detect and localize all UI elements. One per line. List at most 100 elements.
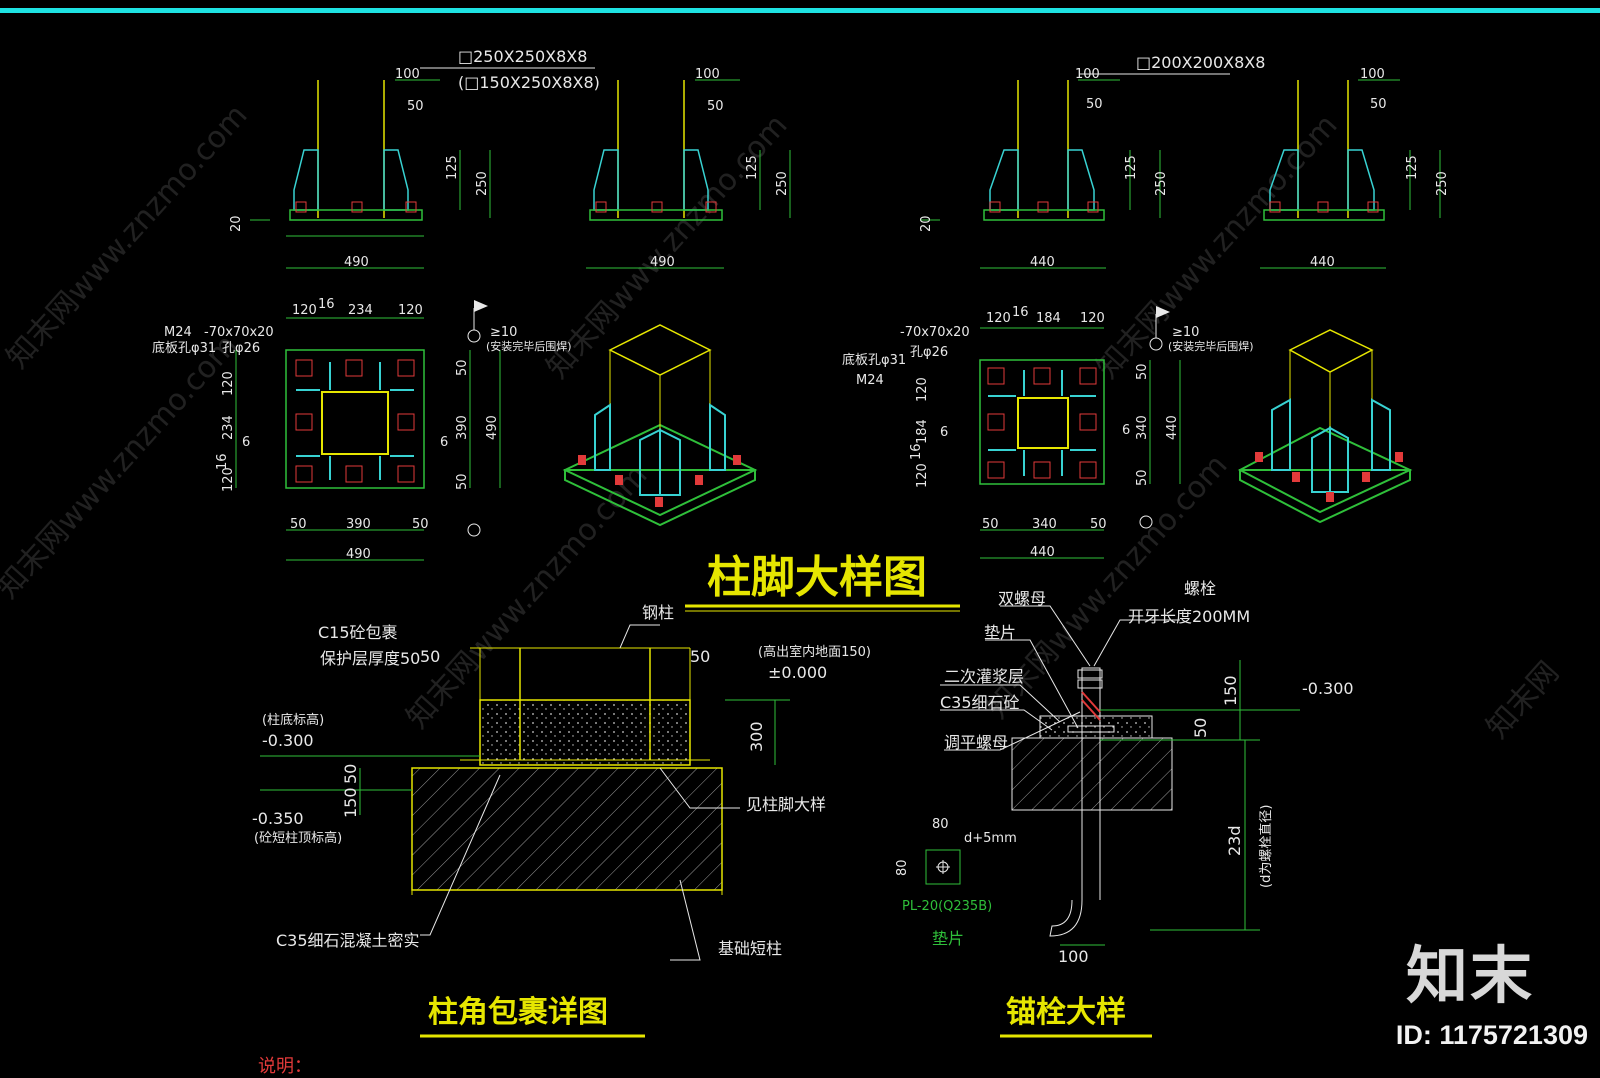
plan-bottom-dim: 50 (290, 517, 307, 532)
wrap-elev-a: -0.300 (262, 731, 314, 750)
hole2-label: 孔φ26 (910, 345, 948, 360)
washer-plate: PL-20(Q235B) (902, 899, 992, 914)
wrap-c15: C15砼包裹 (318, 623, 398, 642)
dim-20: 20 (229, 215, 244, 232)
plan-side-dim: 120 (221, 371, 236, 396)
bolt-label: M24 (164, 325, 192, 340)
wrap-elev-b: -0.350 (252, 809, 304, 828)
anchor-level-nut: 调平螺母 (944, 733, 1008, 752)
base-elevation-left-2 (586, 79, 791, 269)
plan-dim: 184 (1036, 311, 1061, 326)
dim-250: 250 (1435, 171, 1450, 196)
dim-100: 100 (695, 67, 720, 82)
top-accent-bar (0, 8, 1600, 13)
wrap-dim-50: 50 (420, 647, 440, 666)
dim-100: 100 (1075, 67, 1100, 82)
dim-50: 50 (1370, 97, 1387, 112)
plan-right-dim: 50 (455, 359, 470, 376)
brand-logo: 知末 (1405, 939, 1534, 1012)
base-plan-right (979, 306, 1181, 559)
notes-label: 说明： (258, 1056, 312, 1077)
washer-name: 垫片 (932, 929, 964, 948)
dim-250: 250 (775, 171, 790, 196)
dim-20: 20 (919, 215, 934, 232)
weld-note: (安装完毕后围焊) (486, 339, 572, 353)
stiffener-label: -70x70x20 (900, 325, 970, 340)
plan-dim: 120 (986, 311, 1011, 326)
anchor-grout: 二次灌浆层 (944, 667, 1024, 686)
wrap-dim-50: 50 (690, 647, 710, 666)
plan-right-dim: 340 (1135, 415, 1150, 440)
watermark: 知末网www.znzmo.com (0, 328, 244, 605)
section-note-right: □200X200X8X8 (1136, 53, 1265, 72)
plan-side-dim: 120 (915, 377, 930, 402)
plan-side-dim: 16 (215, 453, 230, 470)
plan-dim: 120 (1080, 311, 1105, 326)
plan-dim: 120 (398, 303, 423, 318)
anchor-dim-100: 100 (1058, 947, 1089, 966)
column-wrap-detail (260, 624, 790, 961)
dim-440: 440 (1310, 255, 1335, 270)
weld-size: 6 (242, 435, 250, 450)
title-column-base: 柱脚大样图 (707, 552, 927, 603)
section-note-left: □250X250X8X8 (458, 47, 587, 66)
wrap-floor-note: (高出室内地面150) (758, 644, 871, 660)
dim-50: 50 (407, 99, 424, 114)
dim-125: 125 (1405, 155, 1420, 180)
plan-bottom-dim: 340 (1032, 517, 1057, 532)
anchor-len: 23d (1225, 825, 1244, 856)
anchor-dim-50: 50 (1191, 718, 1210, 738)
base-elevation-left-1 (250, 79, 491, 269)
hole2-label: 孔φ26 (222, 341, 260, 356)
plan-bottom-dim: 50 (1090, 517, 1107, 532)
weld-size: 6 (440, 435, 448, 450)
weld-size: 6 (1122, 423, 1130, 438)
washer-dim-80: 80 (895, 859, 910, 876)
dim-100: 100 (395, 67, 420, 82)
isometric-base-right (1237, 329, 1413, 524)
plan-right-dim: 50 (1135, 363, 1150, 380)
plan-dim: 234 (348, 303, 373, 318)
hole-label: 底板孔φ31 (842, 352, 906, 368)
plan-dim: 120 (292, 303, 317, 318)
dim-125: 125 (445, 155, 460, 180)
anchor-bolt: 螺栓 (1184, 579, 1216, 598)
dim-50: 50 (707, 99, 724, 114)
watermark: 知末网www.znzmo.com (400, 458, 655, 735)
plan-right-dim: 490 (485, 415, 500, 440)
dim-125: 125 (745, 155, 760, 180)
wrap-pier: 基础短柱 (718, 939, 782, 958)
dim-490: 490 (650, 255, 675, 270)
plan-bottom-dim: 50 (982, 517, 999, 532)
base-plan-left (235, 300, 501, 561)
wrap-dim-150: 150 (341, 787, 360, 818)
plan-right-dim: 440 (1165, 415, 1180, 440)
washer-dim-80: 80 (932, 817, 949, 832)
hole-label: 底板孔φ31 (152, 340, 216, 356)
plan-bottom-dim: 440 (1030, 545, 1055, 560)
image-id: ID: 1175721309 (1395, 1020, 1588, 1050)
bolt-label: M24 (856, 373, 884, 388)
anchor-washer: 垫片 (984, 623, 1016, 642)
wrap-elev-0: ±0.000 (768, 663, 827, 682)
dim-125: 125 (1124, 155, 1139, 180)
anchor-len-note: (d为螺栓直径) (1259, 805, 1274, 888)
dim-250: 250 (475, 171, 490, 196)
dim-50: 50 (1086, 97, 1103, 112)
wrap-base-note: (柱底标高) (262, 712, 324, 728)
wrap-steel: 钢柱 (642, 603, 674, 622)
plan-side-dim: 120 (915, 463, 930, 488)
anchor-c35: C35细石砼 (940, 693, 1020, 712)
dim-100: 100 (1360, 67, 1385, 82)
base-elevation-right-2 (1260, 79, 1441, 269)
anchor-double-nut: 双螺母 (998, 589, 1046, 608)
title-anchor: 锚栓大样 (1006, 995, 1126, 1030)
plan-bottom-dim: 390 (346, 517, 371, 532)
isometric-base-left (562, 324, 758, 527)
plan-right-dim: 50 (455, 473, 470, 490)
plan-side-dim: 184 (915, 419, 930, 444)
plan-right-dim: 50 (1135, 469, 1150, 486)
plan-dim: 16 (1012, 305, 1029, 320)
plan-bottom-dim: 490 (346, 547, 371, 562)
